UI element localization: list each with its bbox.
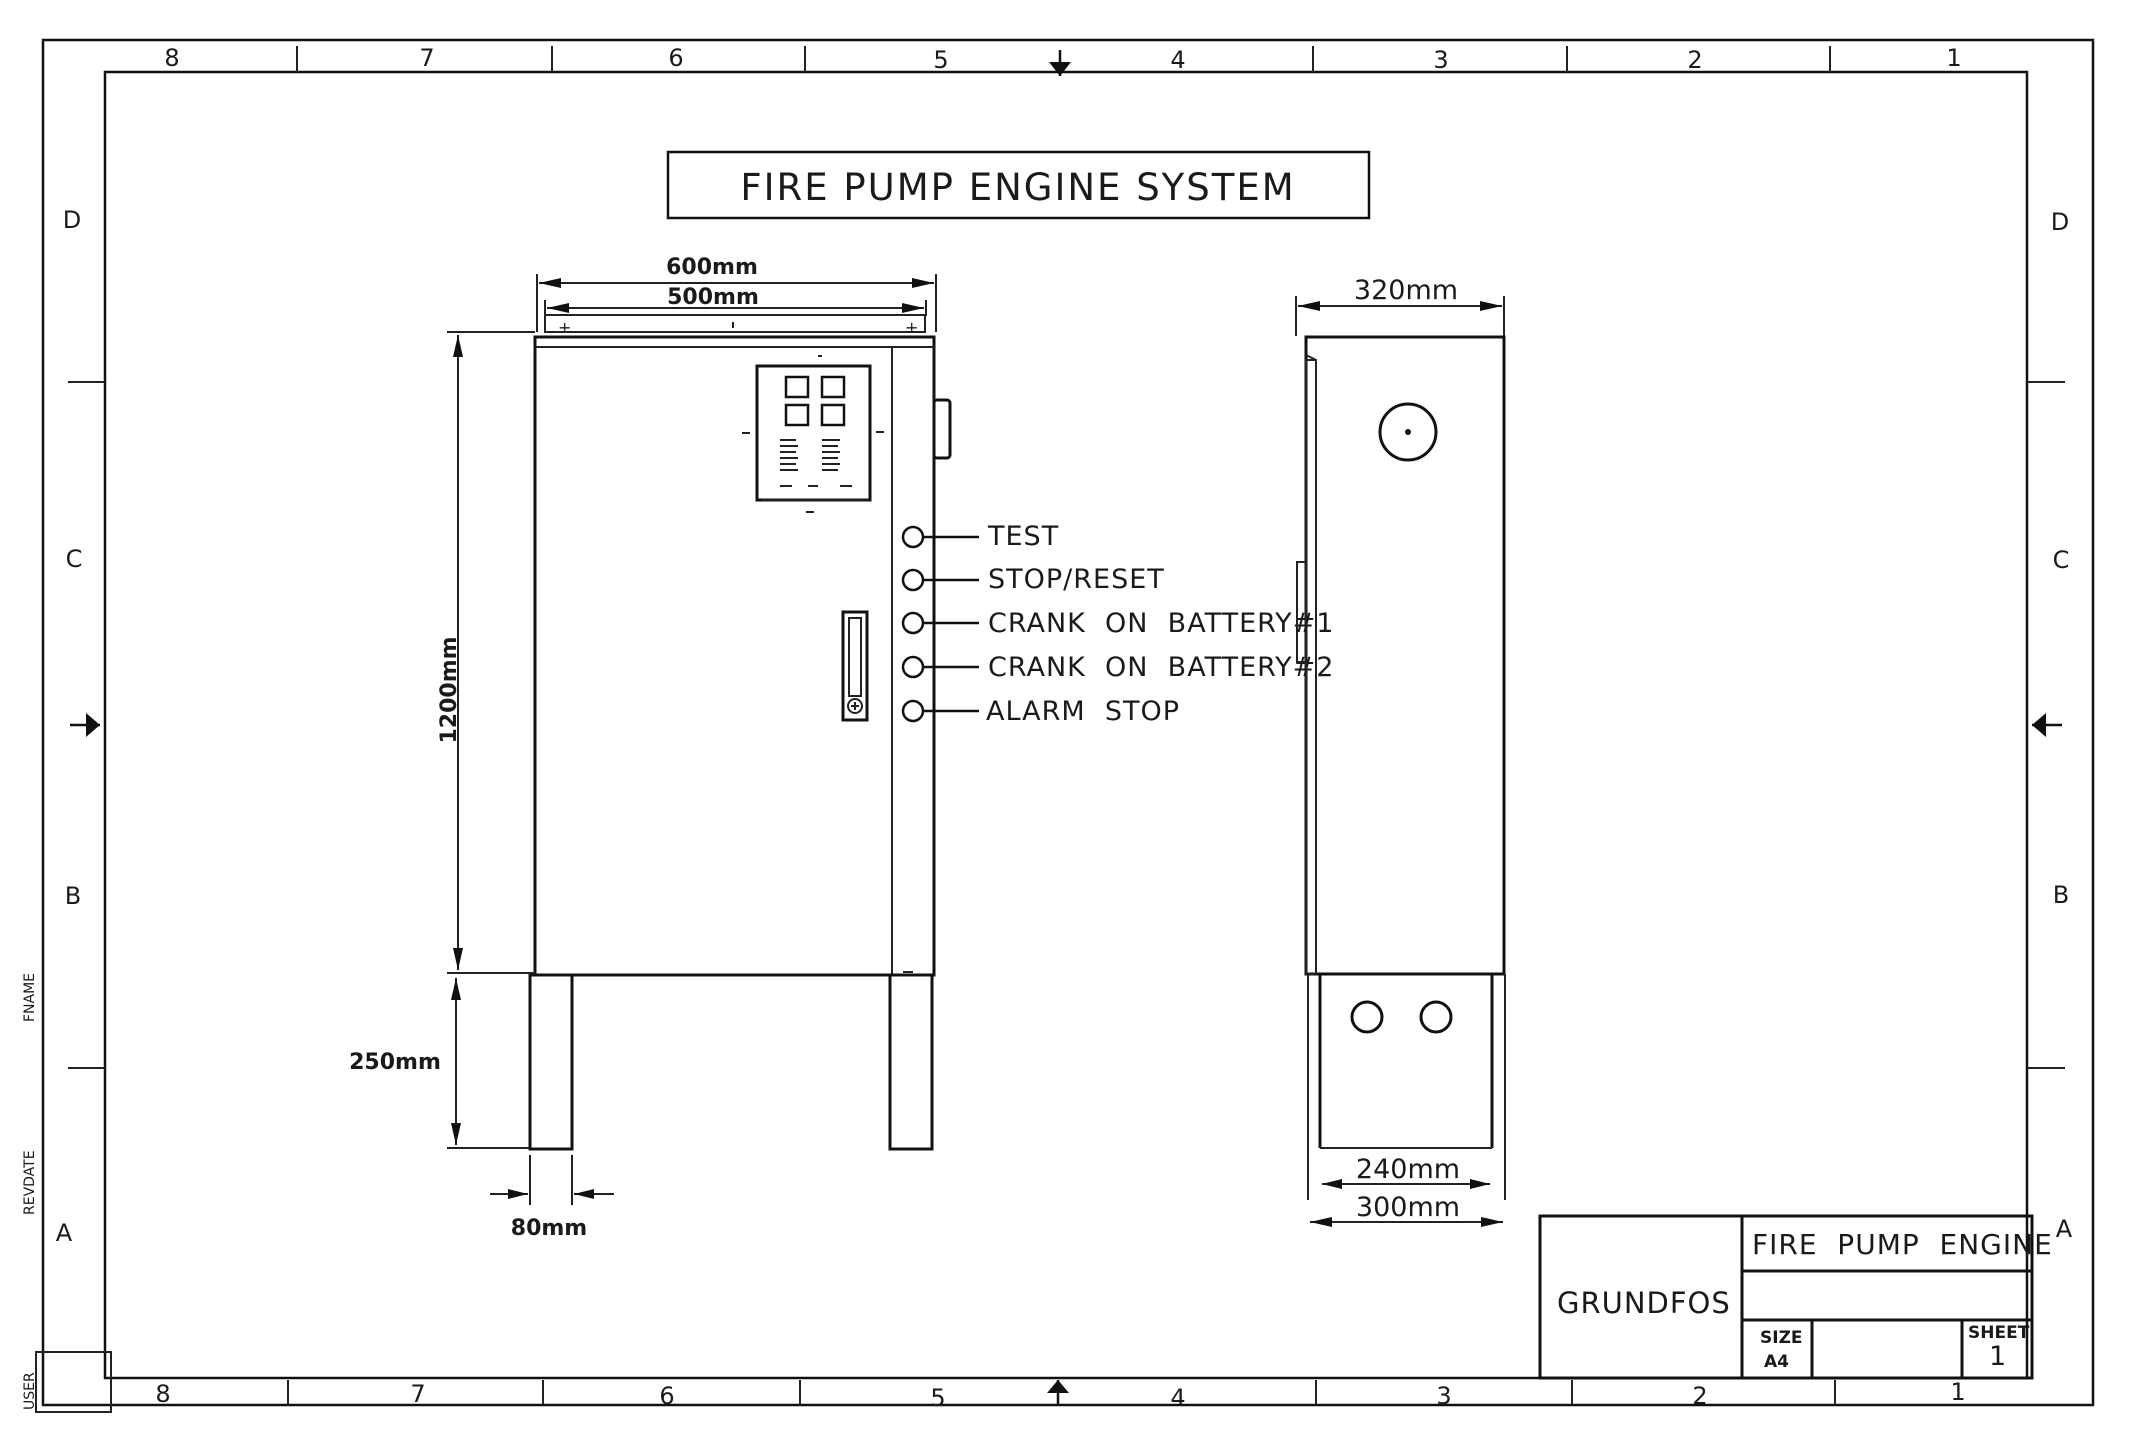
centering-arrow-right (2032, 713, 2062, 737)
button-label: CRANK ON BATTERY#1 (988, 608, 1334, 639)
zone-col-top: 6 (668, 44, 683, 72)
company-name: GRUNDFOS (1557, 1286, 1731, 1320)
zone-col-top: 4 (1170, 46, 1185, 74)
zone-labels-right: D C B A (2051, 208, 2073, 1243)
side-label-user: USER (22, 1372, 38, 1410)
button-stop-reset: STOP/RESET (901, 564, 1165, 595)
dimension-width-outer: 600mm (536, 255, 937, 332)
button-label: ALARM STOP (986, 696, 1180, 727)
side-view: 320mm 240mm 300mm (1295, 275, 1506, 1227)
zone-col-bottom: 4 (1170, 1384, 1185, 1412)
zone-col-bottom: 3 (1436, 1382, 1451, 1410)
dimension-height-body: 1200mm (437, 331, 535, 974)
zone-col-top: 8 (164, 44, 179, 72)
zone-row-right: B (2053, 881, 2069, 909)
dimension-width-inner: 500mm (544, 285, 927, 316)
zone-row-left: D (63, 206, 81, 234)
title-block: GRUNDFOS FIRE PUMP ENGINE SIZE A4 SHEET … (1538, 1214, 2053, 1380)
centering-arrow-bottom (1047, 1380, 1069, 1406)
button-label: STOP/RESET (988, 564, 1165, 595)
side-label-fname: FNAME (22, 973, 38, 1022)
zone-row-left: A (56, 1219, 73, 1247)
zone-col-top: 1 (1946, 44, 1961, 72)
zone-col-bottom: 1 (1950, 1378, 1965, 1406)
centering-arrow-top (1049, 50, 1071, 76)
zone-row-left: B (65, 882, 81, 910)
button-test: TEST (901, 521, 1059, 552)
centering-arrow-left (70, 713, 100, 737)
zone-col-top: 2 (1687, 46, 1702, 74)
control-panel (742, 364, 884, 513)
zone-col-top: 7 (419, 44, 434, 72)
button-crank-battery-2: CRANK ON BATTERY#2 (901, 652, 1334, 683)
button-label: CRANK ON BATTERY#2 (988, 652, 1334, 683)
zone-labels-top: 8 7 6 5 4 3 2 1 (164, 44, 1961, 74)
side-label-revdate: REVDATE (22, 1150, 38, 1215)
dimension-base-inner: 240mm (1322, 1154, 1490, 1189)
dimension-label: 320mm (1354, 275, 1458, 306)
plate-screw-mark: + (905, 318, 918, 337)
door-lock (841, 610, 869, 722)
zone-labels-bottom: 8 7 6 5 4 3 2 1 (155, 1378, 1965, 1412)
dimension-label: 80mm (511, 1216, 587, 1241)
drawing-title: FIRE PUMP ENGINE SYSTEM (740, 166, 1295, 209)
zone-col-bottom: 6 (659, 1382, 674, 1410)
zone-col-bottom: 2 (1692, 1382, 1707, 1410)
zone-row-right: C (2053, 546, 2070, 574)
button-alarm-stop: ALARM STOP (901, 696, 1180, 727)
dimension-label: 240mm (1356, 1154, 1460, 1185)
zone-labels-left: D C B A (56, 206, 83, 1247)
dimension-label: 1200mm (437, 636, 462, 743)
title-block-drawing-title: FIRE PUMP ENGINE (1752, 1228, 2053, 1261)
knob-center-dot (1405, 429, 1411, 435)
zone-col-bottom: 7 (410, 1380, 425, 1408)
size-value: A4 (1764, 1352, 1789, 1372)
dimension-height-legs: 250mm (349, 978, 530, 1149)
zone-col-top: 5 (933, 46, 948, 74)
front-view: + + (349, 255, 1334, 1241)
dimension-label: 500mm (667, 285, 759, 310)
zone-col-top: 3 (1433, 46, 1448, 74)
dimension-base-outer: 300mm (1310, 1192, 1503, 1227)
sheet-value: 1 (1989, 1341, 2006, 1372)
dimension-label: 600mm (666, 255, 758, 280)
zone-col-bottom: 8 (155, 1380, 170, 1408)
drawing-frame (35, 38, 2095, 1413)
button-crank-battery-1: CRANK ON BATTERY#1 (901, 608, 1334, 639)
zone-row-left: C (66, 545, 83, 573)
sheet-label: SHEET (1968, 1323, 2030, 1343)
drawing-title-box: FIRE PUMP ENGINE SYSTEM (666, 150, 1371, 220)
zone-row-right: D (2051, 208, 2069, 236)
dimension-label: 300mm (1356, 1192, 1460, 1223)
plate-screw-mark: + (558, 318, 571, 337)
size-label: SIZE (1760, 1328, 1803, 1348)
dimension-label: 250mm (349, 1050, 441, 1075)
zone-row-right: A (2056, 1215, 2073, 1243)
dimension-depth-top: 320mm (1295, 275, 1505, 336)
button-label: TEST (987, 521, 1059, 552)
zone-col-bottom: 5 (930, 1384, 945, 1412)
dimension-leg-width: 80mm (490, 1155, 614, 1241)
